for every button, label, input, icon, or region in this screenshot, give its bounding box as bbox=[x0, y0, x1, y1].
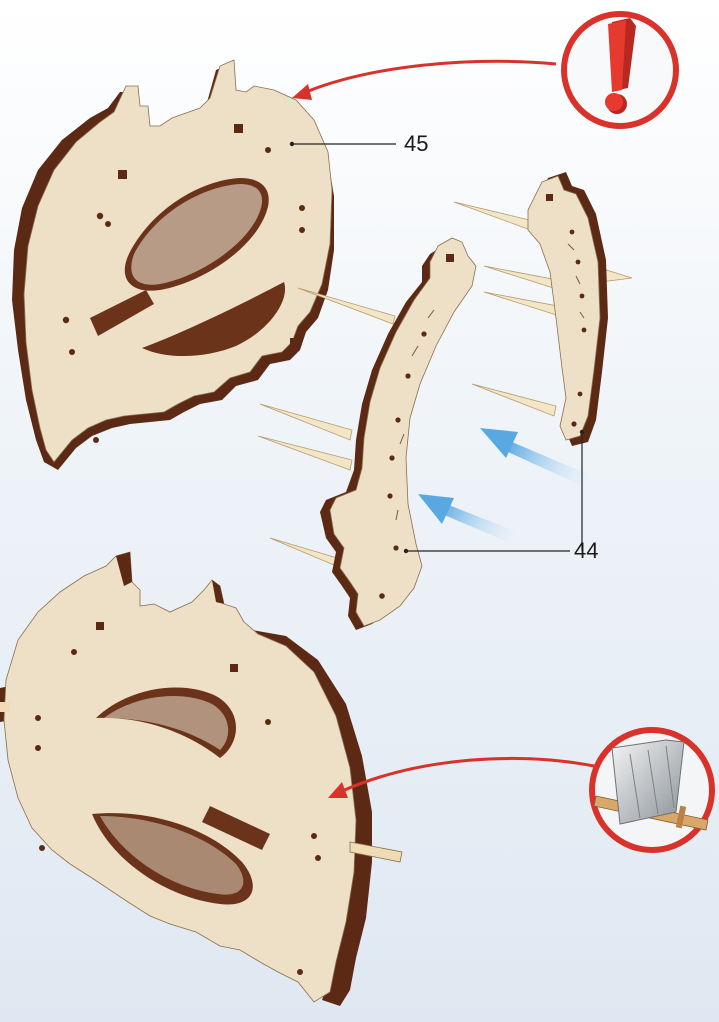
frame-bottom-face bbox=[4, 552, 356, 1002]
dowel bbox=[454, 202, 538, 232]
warning-pointer-arrow bbox=[306, 61, 556, 92]
insert-arrow bbox=[418, 494, 528, 548]
frame-45-top bbox=[12, 60, 334, 470]
dowel bbox=[472, 384, 556, 416]
pointer-arrows bbox=[306, 61, 594, 792]
part-label-45: 45 bbox=[404, 131, 428, 156]
cut-pointer-arrow bbox=[340, 759, 594, 792]
part-label-44: 44 bbox=[574, 538, 598, 563]
warning-callout bbox=[564, 14, 676, 126]
dowel bbox=[258, 436, 352, 470]
insertion-arrows bbox=[418, 428, 606, 548]
frame-45-bottom bbox=[0, 552, 402, 1006]
cut-callout bbox=[592, 730, 712, 850]
dowel bbox=[260, 404, 352, 440]
